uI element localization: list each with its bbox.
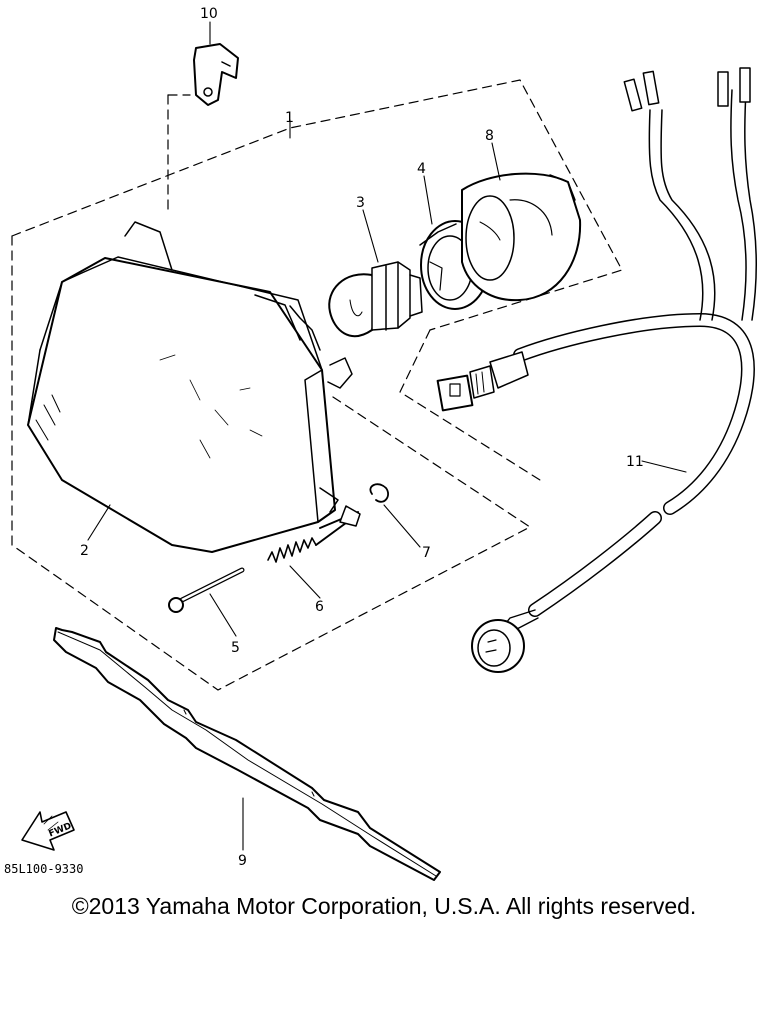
drawing-code: 85L100-9330 (4, 862, 83, 876)
callout-2: 2 (80, 543, 89, 559)
assembly-boundary (11, 79, 623, 691)
callout-5: 5 (231, 640, 240, 656)
copyright-notice: ©2013 Yamaha Motor Corporation, U.S.A. A… (71, 893, 697, 919)
mounting-stay (53, 627, 441, 881)
spring (267, 519, 351, 563)
adjusting-screw (168, 567, 245, 613)
clamp (193, 43, 239, 106)
housing-bolt (319, 505, 361, 529)
callout-7: 7 (422, 545, 431, 561)
clip (369, 483, 389, 503)
fwd-arrow-icon (21, 811, 75, 851)
callout-10: 10 (200, 6, 218, 22)
callout-6: 6 (315, 599, 324, 615)
callout-3: 3 (356, 195, 365, 211)
wire-harness (436, 67, 757, 673)
leader-lines (87, 21, 687, 851)
callout-8: 8 (485, 128, 494, 144)
callout-11: 11 (626, 454, 644, 470)
bulb-cover (461, 172, 582, 302)
headlight-unit (27, 221, 353, 553)
callout-1: 1 (285, 110, 294, 126)
bulb (328, 261, 423, 337)
callout-4: 4 (417, 161, 426, 177)
callout-9: 9 (238, 853, 247, 869)
